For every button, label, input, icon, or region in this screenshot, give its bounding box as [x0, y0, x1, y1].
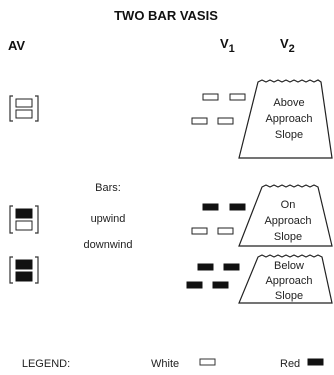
diagram-title: TWO BAR VASIS	[114, 8, 218, 23]
downwind-bar-left	[186, 281, 203, 289]
upwind-bar-left	[202, 93, 219, 101]
v1-lights-below	[186, 263, 240, 289]
v2-label-line-1: On	[281, 199, 296, 211]
legend-white-swatch	[199, 358, 216, 366]
av-left-bracket	[9, 256, 13, 284]
av-indicator-on	[9, 205, 39, 234]
av-bar-upper	[15, 98, 33, 108]
av-left-bracket	[9, 95, 13, 122]
bars-note-downwind: downwind	[84, 239, 133, 251]
row-above-slope: Above Approach Slope	[9, 79, 333, 159]
header-av: AV	[8, 38, 25, 53]
av-right-bracket	[35, 95, 39, 122]
upwind-bar-right	[223, 263, 240, 271]
header-v1-letter: V	[220, 36, 229, 51]
v2-label-line-2: Approach	[265, 113, 312, 125]
v1-lights-above	[191, 93, 246, 125]
header-v2: V2	[280, 36, 295, 55]
bars-note-upwind: upwind	[91, 213, 126, 225]
v2-label-line-1: Below	[274, 260, 304, 272]
legend-red-label: Red	[280, 358, 300, 370]
legend-title: LEGEND:	[22, 358, 70, 370]
v1-lights-on	[191, 203, 246, 235]
v2-view-on: On Approach Slope	[238, 184, 333, 247]
downwind-bar-right	[217, 117, 234, 125]
av-bar-lower	[15, 220, 33, 231]
downwind-bar-left	[191, 117, 208, 125]
downwind-bar-right	[212, 281, 229, 289]
header-v2-subscript: 2	[289, 43, 295, 55]
downwind-bar-right	[217, 227, 234, 235]
av-right-bracket	[35, 205, 39, 234]
v2-label-line-3: Slope	[274, 231, 302, 243]
approach-trapezoid	[238, 79, 333, 159]
av-left-bracket	[9, 205, 13, 234]
upwind-bar-left	[202, 203, 219, 211]
av-bar-lower	[15, 109, 33, 119]
v2-view-below: Below Approach Slope	[238, 254, 333, 304]
header-v2-letter: V	[280, 36, 289, 51]
v2-label-line-1: Above	[273, 97, 304, 109]
v2-label-line-3: Slope	[275, 129, 303, 141]
av-bar-lower	[15, 271, 33, 282]
header-v1-subscript: 1	[229, 43, 235, 55]
upwind-bar-left	[197, 263, 214, 271]
av-indicator-below	[9, 256, 39, 284]
v2-label-line-2: Approach	[265, 275, 312, 287]
row-on-slope: On Approach Slope	[9, 184, 333, 247]
approach-trapezoid	[238, 254, 333, 304]
av-indicator-above	[9, 95, 39, 122]
v2-label-line-3: Slope	[275, 290, 303, 302]
av-right-bracket	[35, 256, 39, 284]
upwind-bar-right	[229, 203, 246, 211]
bars-note-title: Bars:	[95, 182, 121, 194]
approach-trapezoid	[238, 184, 333, 247]
legend-white-label: White	[151, 358, 179, 370]
legend: LEGEND: White Red	[22, 358, 324, 370]
header-v1: V1	[220, 36, 235, 55]
v2-view-above: Above Approach Slope	[238, 79, 333, 159]
downwind-bar-left	[191, 227, 208, 235]
bars-note: Bars: upwind downwind	[84, 182, 133, 251]
av-bar-upper	[15, 259, 33, 270]
v2-label-line-2: Approach	[264, 215, 311, 227]
av-bar-upper	[15, 208, 33, 219]
upwind-bar-right	[229, 93, 246, 101]
legend-red-swatch	[307, 358, 324, 366]
row-below-slope: Below Approach Slope	[9, 254, 333, 304]
